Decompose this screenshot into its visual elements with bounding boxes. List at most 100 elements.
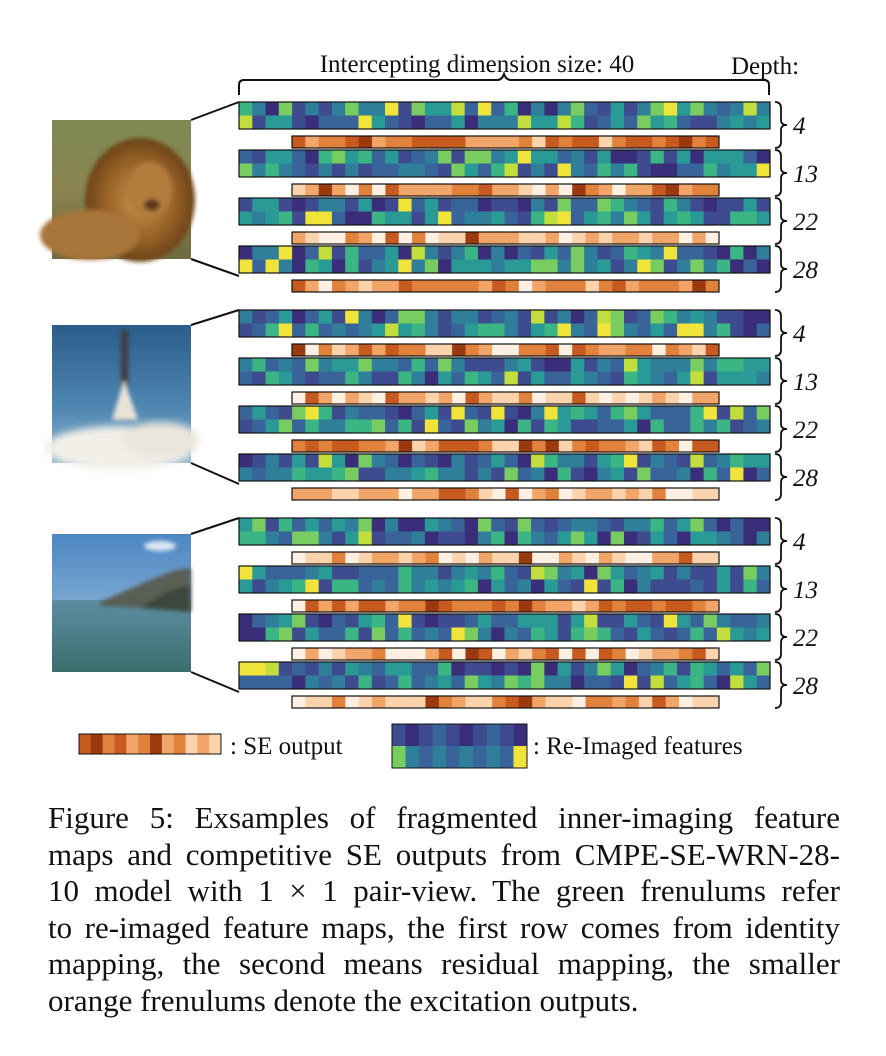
feature-cell	[239, 627, 253, 642]
legend-reimaged-cell	[405, 746, 420, 768]
se-cell	[518, 280, 533, 292]
feature-cell	[424, 211, 439, 226]
feature-cell	[411, 566, 426, 580]
depth-number: 28	[793, 465, 819, 492]
feature-cell	[517, 454, 532, 468]
feature-cell	[597, 531, 612, 546]
se-cell	[438, 696, 453, 708]
feature-cell	[730, 371, 744, 386]
se-cell	[492, 696, 506, 708]
feature-cell	[491, 518, 505, 532]
feature-cell	[358, 467, 373, 482]
se-cell	[438, 344, 453, 356]
legend-reimaged-cell	[473, 724, 487, 746]
feature-cell	[424, 566, 439, 580]
feature-cell	[650, 675, 665, 690]
feature-cell	[451, 662, 466, 676]
depth-brace	[774, 661, 788, 709]
feature-cell	[597, 579, 612, 594]
reimaged-feature-map	[238, 101, 771, 130]
feature-cell	[385, 406, 399, 420]
se-cell	[558, 344, 573, 356]
se-cell	[505, 600, 520, 612]
feature-cell	[385, 467, 399, 482]
se-cell	[292, 392, 306, 404]
se-cell	[652, 392, 667, 404]
feature-cell	[637, 627, 651, 642]
legend-se-cell	[209, 734, 222, 754]
feature-cell	[610, 358, 625, 372]
se-cell	[478, 600, 493, 612]
se-cell	[385, 232, 400, 244]
feature-cell	[411, 675, 426, 690]
feature-cell	[278, 115, 293, 130]
feature-cell	[318, 371, 333, 386]
feature-cell	[345, 454, 359, 468]
legend-reimaged-cell	[392, 724, 406, 746]
feature-cell	[438, 358, 452, 372]
feature-cell	[358, 579, 373, 594]
feature-cell	[398, 675, 412, 690]
feature-cell	[265, 323, 280, 338]
feature-cell	[331, 531, 346, 546]
feature-cell	[239, 467, 253, 482]
se-cell	[652, 232, 667, 244]
caption-line: orange frenulums denote the excitation o…	[48, 982, 639, 1018]
feature-cell	[756, 406, 771, 420]
feature-cell	[424, 259, 439, 274]
se-cell	[678, 696, 693, 708]
feature-cell	[703, 467, 718, 482]
se-cell	[558, 648, 573, 660]
feature-cell	[278, 566, 293, 580]
feature-cell	[477, 531, 492, 546]
figure-caption: Figure 5: Exsamples of fragmented inner-…	[48, 800, 840, 1019]
se-cell	[532, 552, 546, 564]
feature-cell	[650, 454, 665, 468]
feature-cell	[305, 627, 320, 642]
feature-cell	[358, 198, 373, 212]
feature-cell	[292, 150, 306, 164]
feature-cell	[265, 518, 280, 532]
feature-cell	[597, 115, 612, 130]
feature-cell	[743, 454, 758, 468]
se-cell	[585, 232, 600, 244]
feature-cell	[292, 358, 306, 372]
feature-cell	[398, 406, 412, 420]
se-cell	[465, 184, 480, 196]
feature-cell	[610, 163, 625, 178]
caption-line: maps and competitive SE outputs from CMP…	[48, 836, 840, 872]
legend-se-cell	[197, 734, 210, 754]
se-cell	[652, 184, 667, 196]
feature-cell	[371, 150, 386, 164]
se-cell	[638, 280, 653, 292]
feature-cell	[491, 614, 505, 628]
feature-cell	[398, 246, 412, 260]
se-cell	[598, 232, 613, 244]
feature-cell	[597, 310, 612, 324]
feature-cell	[716, 579, 731, 594]
feature-cell	[292, 675, 306, 690]
depth-brace	[774, 453, 788, 501]
feature-cell	[398, 198, 412, 212]
feature-cell	[424, 246, 439, 260]
feature-cell	[491, 310, 505, 324]
se-cell	[305, 280, 320, 292]
se-cell	[478, 696, 493, 708]
feature-cell	[623, 310, 638, 324]
caption-line: mapping, the second means residual mappi…	[48, 946, 840, 981]
feature-cell	[345, 150, 359, 164]
feature-cell	[358, 406, 373, 420]
se-cell	[545, 136, 560, 148]
feature-cell	[663, 246, 678, 260]
se-cell	[358, 280, 373, 292]
feature-cell	[690, 211, 705, 226]
se-cell	[305, 648, 320, 660]
feature-cell	[756, 358, 771, 372]
feature-cell	[623, 371, 638, 386]
feature-cell	[756, 627, 771, 642]
feature-cell	[252, 419, 266, 434]
feature-cell	[491, 259, 505, 274]
feature-cell	[531, 566, 545, 580]
se-cell	[585, 552, 600, 564]
legend-reimaged-cell	[432, 724, 447, 746]
